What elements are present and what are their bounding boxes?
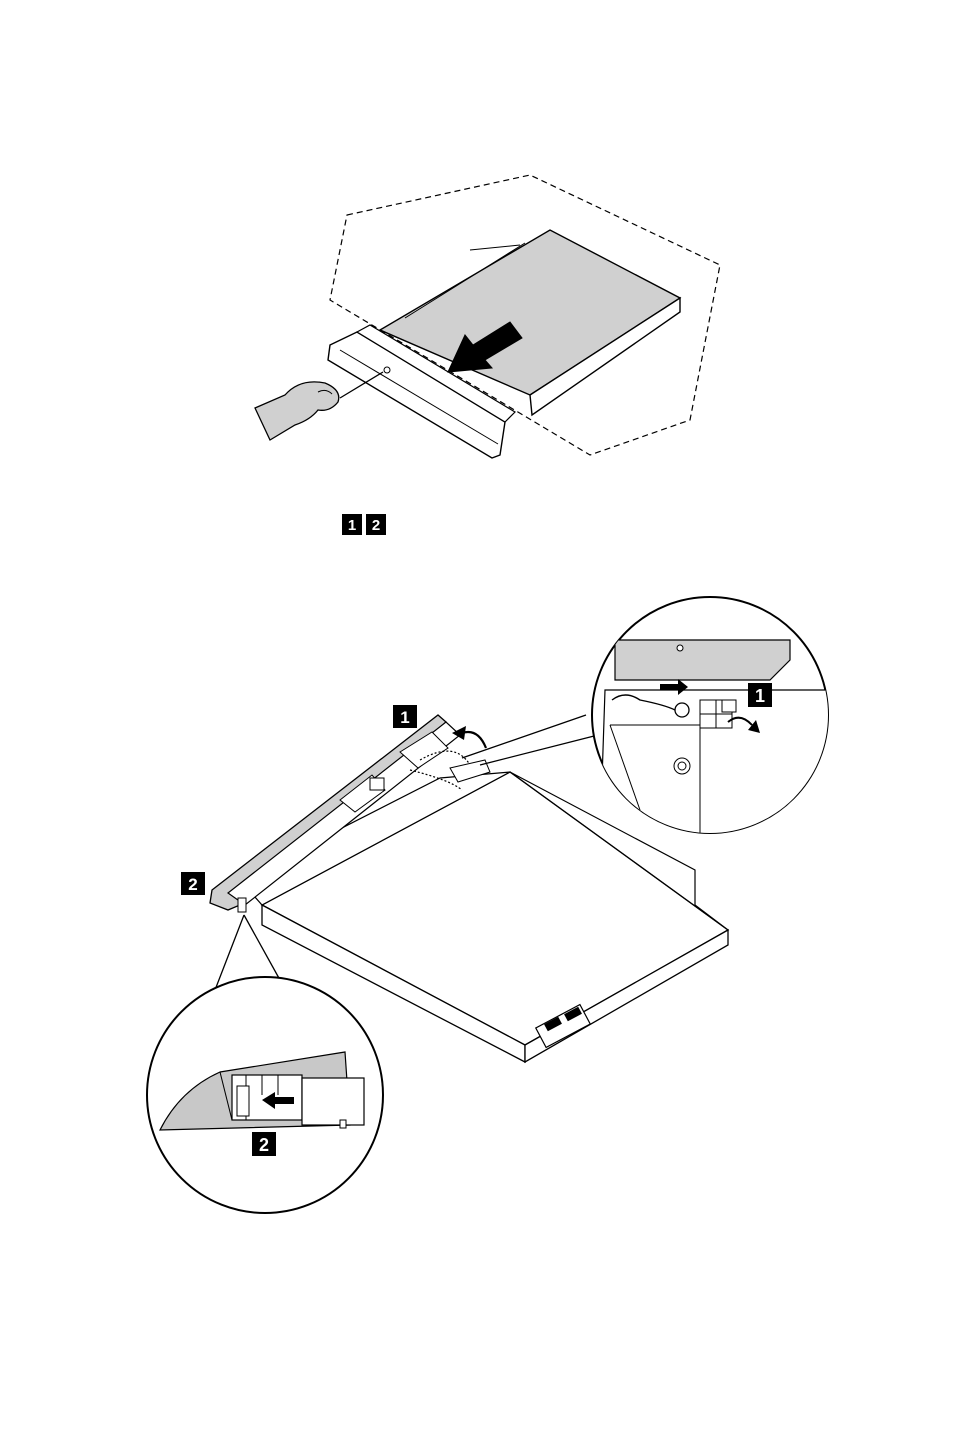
callout-label-2: 2	[188, 875, 197, 894]
drive-removal-illustration	[255, 175, 720, 458]
rotate-arrow-icon	[462, 732, 486, 748]
inline-step-labels: 1 2	[342, 514, 386, 535]
detail-circle-bottom: 2	[147, 977, 383, 1213]
inline-label-1: 1	[348, 517, 356, 534]
detail-label-2: 2	[259, 1135, 269, 1155]
callout-label-1: 1	[400, 708, 409, 727]
inline-label-2: 2	[372, 517, 380, 534]
detail-circle-top: 1	[592, 597, 830, 840]
detail-label-1: 1	[755, 686, 765, 706]
